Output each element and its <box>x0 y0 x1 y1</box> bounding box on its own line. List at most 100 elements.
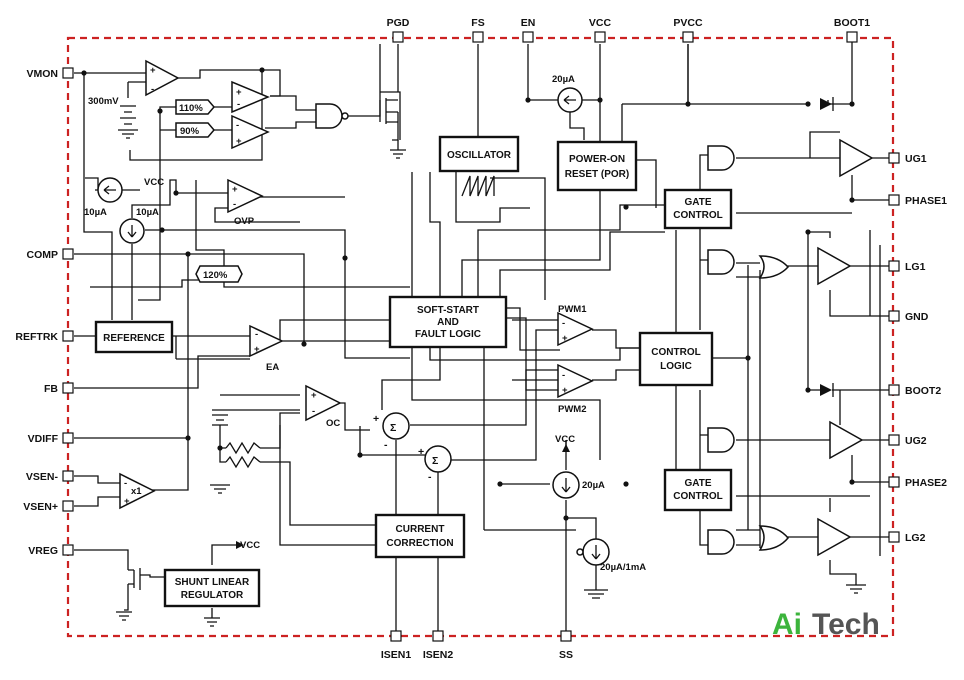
control-logic-label-2: LOGIC <box>660 361 692 372</box>
por-block <box>556 140 638 192</box>
amplifiers <box>119 59 874 557</box>
cc-label-1: CURRENT <box>396 524 445 535</box>
pwm2-comparator <box>557 363 594 399</box>
or-gate-1 <box>758 255 790 279</box>
pgd-mosfet <box>379 98 398 124</box>
gate2-label-2: CONTROL <box>673 491 722 502</box>
oc-comparator <box>305 384 342 422</box>
sum1-minus: - <box>384 439 388 451</box>
and-gate-1 <box>707 145 735 171</box>
ss-label-1: SOFT-START <box>417 305 479 316</box>
oscillator-label: OSCILLATOR <box>447 150 512 161</box>
ground-symbols <box>116 129 866 627</box>
pin-fs: FS <box>471 17 484 29</box>
label-ea: EA <box>266 362 279 373</box>
vcc-top-arrow <box>140 180 148 186</box>
and-gate-4 <box>707 529 735 555</box>
svg-text:-: - <box>237 99 240 110</box>
pin-isen1: ISEN1 <box>381 649 412 661</box>
por-label-2: RESET (POR) <box>565 169 629 180</box>
pin-vcc: VCC <box>589 17 612 29</box>
label-300mv: 300mV <box>88 96 119 107</box>
sum1-sigma: Σ <box>390 422 396 434</box>
watermark-tech: Tech <box>812 608 880 641</box>
svg-text:+: + <box>562 385 568 396</box>
pin-lg1: LG1 <box>905 261 926 273</box>
label-20ua-1ma: 20µA/1mA <box>600 562 646 573</box>
ea-amplifier <box>249 324 284 358</box>
pin-vsen-plus: VSEN+ <box>23 501 58 513</box>
vmon-comparator <box>145 59 180 97</box>
oscillator-block <box>438 135 520 173</box>
gate1-label-1: GATE <box>684 197 711 208</box>
svg-text:-: - <box>151 84 154 95</box>
amp-polarity: +- +- -+ +- -+ +- -+ -+ -+ <box>124 65 568 507</box>
pin-ss: SS <box>559 649 573 661</box>
cc-label-2: CORRECTION <box>386 538 453 549</box>
gate-control-2-block <box>663 468 733 512</box>
and-gate-2 <box>707 249 735 275</box>
sum1-plus: + <box>373 413 379 425</box>
control-logic-label-1: CONTROL <box>651 347 700 358</box>
pin-squares <box>62 31 900 642</box>
soft-start-block <box>388 295 508 349</box>
label-x1: x1 <box>131 486 142 497</box>
watermark-ai: Ai <box>772 608 802 641</box>
pwm1-comparator <box>557 311 594 347</box>
summers: Σ Σ + - + - <box>373 412 452 483</box>
label-oc: OC <box>326 418 340 429</box>
svg-text:-: - <box>233 199 236 210</box>
lg1-driver <box>817 246 852 286</box>
label-pwm2: PWM2 <box>558 404 587 415</box>
pin-phase2: PHASE2 <box>905 477 947 489</box>
pin-gnd: GND <box>905 311 929 323</box>
svg-text:+: + <box>150 65 156 76</box>
label-vcc-top: VCC <box>144 177 164 188</box>
svg-text:-: - <box>124 478 127 489</box>
comparator-90 <box>231 114 270 150</box>
svg-text:+: + <box>124 496 130 507</box>
svg-text:+: + <box>311 390 317 401</box>
current-sources <box>97 87 610 566</box>
pin-boot1: BOOT1 <box>834 17 870 29</box>
por-label-1: POWER-ON <box>569 154 625 165</box>
ovp-comparator <box>227 178 264 214</box>
pin-pgd: PGD <box>387 17 410 29</box>
resistor-2 <box>225 455 261 469</box>
comparator-110 <box>231 80 270 114</box>
vcc-shunt-arrow <box>236 541 244 549</box>
svg-text:+: + <box>562 333 568 344</box>
svg-text:-: - <box>236 120 239 131</box>
pin-en: EN <box>521 17 536 29</box>
label-90: 90% <box>180 126 200 137</box>
lg2-driver <box>817 517 852 557</box>
ss-label-3: FAULT LOGIC <box>415 329 481 340</box>
svg-text:-: - <box>562 370 565 381</box>
label-110: 110% <box>179 103 203 114</box>
and-gate-3 <box>707 427 735 453</box>
gate-control-1-block <box>663 188 733 230</box>
pin-boot2: BOOT2 <box>905 385 941 397</box>
pin-ug2: UG2 <box>905 435 927 447</box>
pin-vdiff: VDIFF <box>28 433 59 445</box>
label-120: 120% <box>203 270 228 281</box>
pin-comp: COMP <box>27 249 59 261</box>
current-correction-block <box>374 513 466 559</box>
label-vcc-mid: VCC <box>555 434 575 445</box>
svg-text:-: - <box>312 406 315 417</box>
sawtooth-waveform <box>461 175 495 197</box>
control-logic-block <box>638 331 714 387</box>
shunt-label-2: REGULATOR <box>181 590 244 601</box>
shunt-label-1: SHUNT LINEAR <box>175 577 250 588</box>
pin-lg2: LG2 <box>905 532 926 544</box>
gate2-label-1: GATE <box>684 478 711 489</box>
label-ovp: OVP <box>234 216 255 227</box>
percent-tags <box>175 99 243 283</box>
ss-label-2: AND <box>437 317 459 328</box>
pin-vsen-minus: VSEN- <box>26 471 59 483</box>
svg-text:+: + <box>254 344 260 355</box>
pin-pvcc: PVCC <box>673 17 703 29</box>
label-20ua-top: 20µA <box>552 74 575 85</box>
svg-text:+: + <box>236 136 242 147</box>
